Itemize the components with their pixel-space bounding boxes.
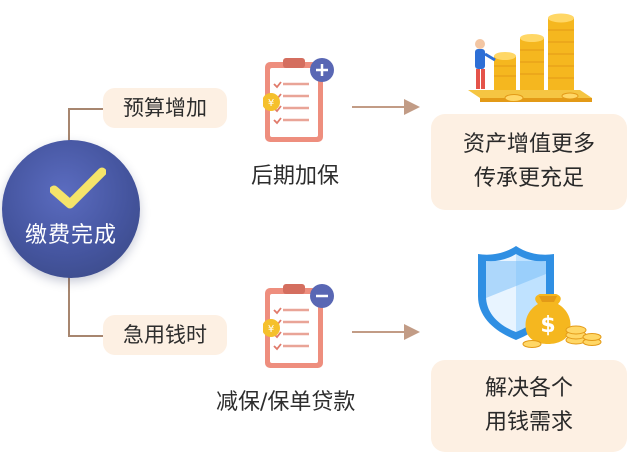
condition-pill-bottom: 急用钱时 (103, 315, 227, 355)
connector-horizontal-bottom (68, 335, 104, 337)
center-label: 缴费完成 (24, 223, 117, 248)
result-line: 资产增值更多 (462, 132, 595, 157)
result-box-bottom: 解决各个 用钱需求 (431, 360, 627, 452)
action-label-bottom: 减保/保单贷款 (216, 390, 356, 415)
svg-text:¥: ¥ (268, 98, 274, 109)
svg-text:¥: ¥ (268, 324, 274, 335)
clipboard-minus-icon: ¥ (263, 284, 334, 368)
result-line: 传承更充足 (473, 166, 584, 191)
condition-pill-top: 预算增加 (103, 88, 227, 128)
svg-text:$: $ (540, 313, 555, 338)
checkmark-icon (50, 167, 106, 209)
result-line: 用钱需求 (484, 410, 573, 435)
result-box-top: 资产增值更多 传承更充足 (431, 114, 627, 210)
connector-vertical-bottom (68, 276, 70, 336)
arrow-right-icon (352, 99, 420, 115)
action-label-top: 后期加保 (251, 164, 340, 189)
result-line: 解决各个 (484, 376, 573, 401)
arrow-right-icon (352, 324, 420, 340)
clipboard-plus-icon: ¥ (263, 58, 334, 142)
coins-growth-icon (468, 13, 592, 102)
shield-money-bag-icon: $ (478, 246, 602, 348)
center-node (2, 140, 140, 278)
connector-horizontal-top (68, 108, 104, 110)
connector-vertical-top (68, 108, 70, 142)
